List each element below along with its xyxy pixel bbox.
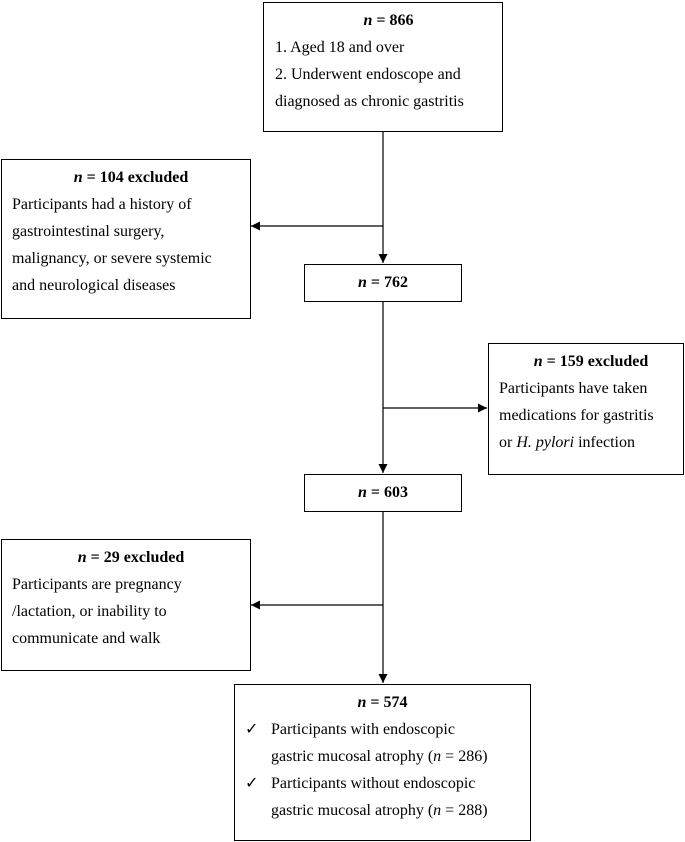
excluded-29-line-2: /lactation, or inability to: [12, 603, 167, 620]
remaining-603-count: n = 603: [357, 484, 409, 501]
criterion-1: 1. Aged 18 and over: [275, 39, 405, 56]
remaining-603-box: n = 603: [304, 474, 462, 512]
group-with-atrophy: ✓ Participants with endoscopic gastric m…: [235, 716, 530, 770]
excluded-159-line-2: medications for gastritis: [499, 407, 654, 424]
excluded-159-line-3: or H. pylori infection: [499, 434, 635, 451]
excluded-29-box: n = 29 excluded Participants are pregnan…: [1, 539, 251, 671]
excluded-104-box: n = 104 excluded Participants had a hist…: [1, 159, 251, 319]
excluded-29-line-1: Participants are pregnancy: [12, 576, 182, 593]
excluded-29-count: n = 29 excluded: [77, 549, 185, 566]
excluded-104-line-2: gastrointestinal surgery,: [12, 223, 165, 240]
excluded-159-line-1: Participants have taken: [499, 380, 648, 397]
final-574-count: n = 574: [357, 694, 408, 711]
checkmark-icon: ✓: [245, 721, 259, 738]
checkmark-icon: ✓: [245, 775, 259, 792]
criterion-2: 2. Underwent endoscope and: [275, 66, 461, 83]
remaining-762-count: n = 762: [357, 274, 409, 291]
h-pylori-text: H. pylori: [516, 434, 575, 451]
enrolled-box: n = 866 1. Aged 18 and over 2. Underwent…: [263, 2, 503, 132]
excluded-159-count: n = 159 excluded: [533, 353, 649, 370]
excluded-29-line-3: communicate and walk: [12, 630, 161, 647]
excluded-104-line-3: malignancy, or severe systemic: [12, 250, 212, 267]
excluded-104-count: n = 104 excluded: [73, 169, 189, 186]
remaining-762-box: n = 762: [304, 264, 462, 302]
excluded-104-line-4: and neurological diseases: [12, 277, 176, 294]
enrolled-count: n = 866: [363, 12, 414, 29]
criterion-2-cont: diagnosed as chronic gastritis: [275, 93, 464, 110]
excluded-159-box: n = 159 excluded Participants have taken…: [488, 343, 684, 475]
final-574-box: n = 574 ✓ Participants with endoscopic g…: [234, 684, 531, 841]
group-without-atrophy: ✓ Participants without endoscopic gastri…: [235, 770, 530, 824]
excluded-104-line-1: Participants had a history of: [12, 196, 192, 213]
